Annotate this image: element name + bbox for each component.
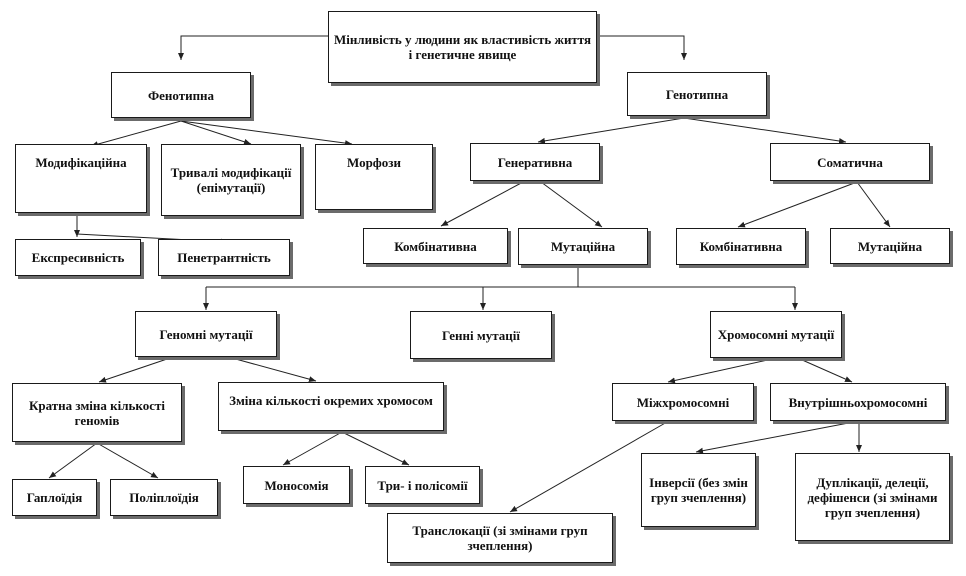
edge-inter-translocations [509, 421, 668, 513]
genomic-mutations-label: Геномні мутації [159, 326, 253, 342]
phenotypic-box: Фенотипна [111, 72, 251, 118]
edge-phen-longterm [180, 120, 252, 145]
long-term-modifications-box: Тривалі модифікації (епімутації) [161, 144, 301, 216]
generative-label: Генеративна [497, 154, 573, 170]
chromosomal-mutations-box: Хромосомні мутації [710, 311, 842, 358]
edge-gen-generative [537, 117, 685, 144]
multiple-genome-change-box: Кратна зміна кількості геномів [12, 383, 182, 442]
genotypic-label: Генотипна [665, 86, 729, 102]
trisomy-polysomy-box: Три- і полісомії [365, 466, 480, 504]
root-label: Мінливість у людини як властивість життя… [333, 32, 592, 62]
generative-mutational-box: Мутаційна [518, 228, 648, 265]
gene-mutations-label: Генні мутації [441, 327, 520, 343]
interchromosomal-box: Міжхромосомні [612, 383, 754, 421]
edge-somatic-mutational [856, 181, 891, 228]
modification-box: Модифікаційна [15, 144, 147, 213]
monosomy-label: Моносомія [264, 477, 329, 493]
monosomy-box: Моносомія [243, 466, 350, 504]
penetrance-box: Пенетрантність [158, 239, 290, 276]
edge-genomic-number [231, 357, 317, 383]
chromosomal-mutations-label: Хромосомні мутації [717, 327, 835, 342]
edge-chrom-inter [667, 358, 773, 384]
gene-mutations-box: Генні мутації [410, 311, 552, 359]
somatic-box: Соматична [770, 143, 930, 181]
edge-generative-combinative [440, 181, 524, 227]
edge-gen-somatic [683, 117, 847, 144]
genotypic-box: Генотипна [627, 72, 767, 116]
inversions-label: Інверсії (без змін груп зчеплення) [649, 475, 748, 505]
haploidy-label: Гаплоїдія [26, 490, 83, 505]
somatic-mutational-box: Мутаційна [830, 228, 950, 264]
interchromosomal-label: Міжхромосомні [636, 394, 730, 410]
chromosome-number-change-box: Зміна кількості окремих хромосом [218, 382, 444, 431]
duplications-deletions-box: Дуплікації, делеції, дефішенси (зі зміна… [795, 453, 950, 541]
somatic-label: Соматична [817, 154, 883, 170]
edge-generative-mutational [540, 181, 603, 228]
genomic-mutations-box: Геномні мутації [135, 311, 277, 357]
edge-genomic-multiple [98, 357, 171, 383]
root-box: Мінливість у людини як властивість життя… [328, 11, 597, 83]
translocations-box: Транслокації (зі змінами груп зчеплення) [387, 513, 613, 563]
modification-label: Модифікаційна [35, 155, 127, 170]
edge-multiple-polyploidy [96, 442, 159, 479]
generative-box: Генеративна [470, 143, 600, 181]
somatic-combinative-label: Комбінативна [699, 239, 783, 254]
morphoses-label: Морфози [346, 155, 402, 170]
generative-combinative-label: Комбінативна [394, 238, 477, 254]
expressivity-box: Експресивність [15, 239, 141, 276]
somatic-combinative-box: Комбінативна [676, 228, 806, 265]
edge-phen-morphoses [180, 120, 353, 147]
polyploidy-box: Поліплоїдія [110, 479, 218, 516]
haploidy-box: Гаплоїдія [12, 479, 97, 516]
generative-mutational-label: Мутаційна [550, 239, 616, 254]
inversions-box: Інверсії (без змін груп зчеплення) [641, 453, 756, 527]
somatic-mutational-label: Мутаційна [857, 238, 923, 254]
edge-multiple-haploidy [48, 442, 98, 479]
edge-root-genotypic [597, 35, 687, 60]
generative-combinative-box: Комбінативна [363, 228, 508, 264]
edge-somatic-combinative [737, 181, 858, 228]
intrachromosomal-label: Внутрішньохромосомні [788, 394, 928, 410]
edge-phen-modification [90, 120, 182, 148]
intrachromosomal-box: Внутрішньохромосомні [770, 383, 946, 421]
long-term-modifications-label: Тривалі модифікації (епімутації) [170, 165, 292, 195]
multiple-genome-change-label: Кратна зміна кількості геномів [28, 397, 166, 428]
edge-number-trisomy [341, 431, 410, 466]
edge-intra-inversions [695, 420, 860, 454]
phenotypic-label: Фенотипна [147, 87, 215, 103]
edge-root-phenotypic [178, 35, 328, 60]
trisomy-polysomy-label: Три- і полісомії [377, 477, 468, 493]
chromosome-number-change-label: Зміна кількості окремих хромосом [229, 393, 433, 408]
morphoses-box: Морфози [315, 144, 433, 210]
edge-chrom-intra [799, 358, 853, 383]
duplications-deletions-label: Дуплікації, делеції, дефішенси (зі зміна… [807, 474, 938, 520]
expressivity-label: Експресивність [31, 250, 125, 265]
edge-number-monosomy [282, 431, 343, 466]
polyploidy-label: Поліплоїдія [129, 490, 199, 505]
translocations-label: Транслокації (зі змінами груп зчеплення) [412, 523, 588, 553]
penetrance-label: Пенетрантність [177, 250, 271, 265]
